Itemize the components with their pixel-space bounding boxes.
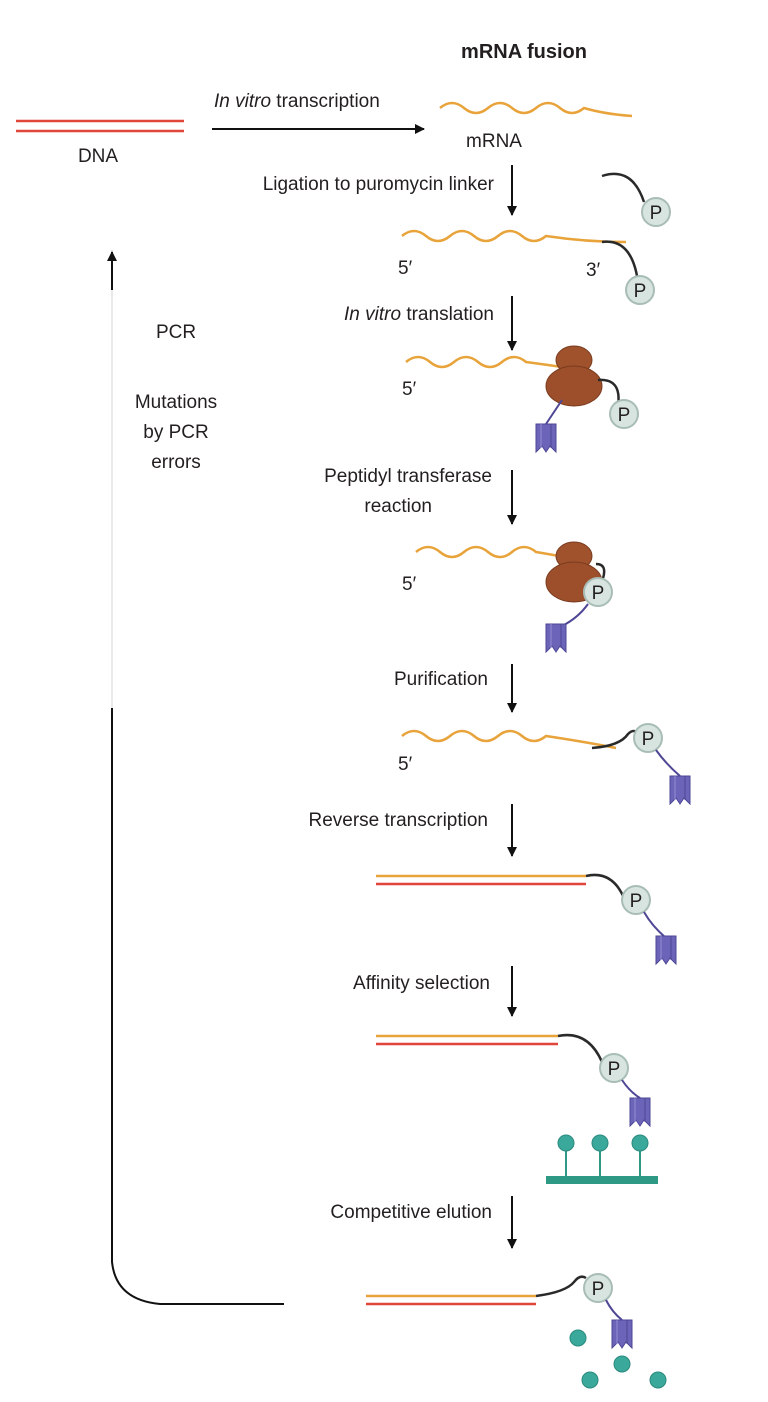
nascent-peptide <box>643 911 667 939</box>
nascent-peptide <box>621 1079 641 1099</box>
nascent-peptide <box>545 399 563 425</box>
three-prime-label: 3′ <box>586 260 601 281</box>
puromycin-symbol: P <box>630 891 643 912</box>
puromycin-linker <box>557 1033 604 1063</box>
puromycin-symbol: P <box>608 1059 621 1080</box>
puromycin-symbol: P <box>642 729 655 750</box>
puromycin-symbol: P <box>650 203 663 224</box>
pcr-loop-line <box>111 708 284 1305</box>
five-prime-label: 5′ <box>398 754 413 775</box>
mrna-strand <box>401 729 617 750</box>
transcription-italic: In vitro <box>214 91 271 112</box>
five-prime-label: 5′ <box>402 379 417 400</box>
puromycin-symbol: P <box>592 1279 605 1300</box>
dna-double-strand <box>16 119 184 133</box>
protein-icon <box>655 935 677 965</box>
step-competitive-elution-label: Competitive elution <box>330 1202 492 1223</box>
puromycin-linker <box>601 240 640 283</box>
transcription-rest: transcription <box>271 91 380 112</box>
ribosome-icon <box>545 345 603 407</box>
nascent-peptide <box>605 1299 623 1321</box>
step-affinity-selection-label: Affinity selection <box>353 973 490 994</box>
five-prime-label: 5′ <box>398 258 413 279</box>
mrna-strand <box>415 545 581 562</box>
mutations-label-line1: Mutations <box>135 392 217 413</box>
transcription-label: In vitro transcription <box>214 91 380 112</box>
mrna-cdna-duplex <box>366 1294 536 1306</box>
mutations-label-line3: errors <box>151 452 201 473</box>
affinity-surface <box>546 1134 658 1184</box>
diagram-title: mRNA fusion <box>461 41 587 63</box>
protein-icon <box>545 623 567 653</box>
puromycin-symbol: P <box>618 405 631 426</box>
nascent-peptide <box>655 749 681 777</box>
puromycin-linker <box>535 1275 587 1298</box>
protein-icon <box>629 1097 651 1127</box>
step-translation-label: In vitro translation <box>344 304 494 325</box>
mrna-cdna-duplex <box>376 1034 558 1046</box>
puromycin-symbol: P <box>592 583 605 604</box>
puromycin-symbol: P <box>634 281 647 302</box>
step-purification-label: Purification <box>394 669 488 690</box>
mrna-cdna-duplex <box>376 874 586 886</box>
mutations-label-line2: by PCR <box>143 422 208 443</box>
step-ligation-label: Ligation to puromycin linker <box>263 174 495 195</box>
pcr-label: PCR <box>156 322 196 343</box>
free-ligand-beads <box>569 1329 667 1389</box>
protein-icon <box>669 775 691 805</box>
step-peptidyl-label-line2: reaction <box>364 496 432 517</box>
mrna-strand <box>439 101 633 118</box>
puromycin-linker <box>585 873 626 899</box>
mrna-strand <box>405 355 583 372</box>
nascent-peptide <box>561 603 589 627</box>
protein-icon <box>535 423 557 453</box>
translation-italic: In vitro <box>344 304 401 325</box>
mrna-label: mRNA <box>466 131 522 152</box>
translation-rest: translation <box>401 304 494 325</box>
five-prime-label: 5′ <box>402 574 417 595</box>
protein-icon <box>611 1319 633 1349</box>
puromycin-linker <box>601 172 646 203</box>
mrna-strand <box>401 229 627 244</box>
step-reverse-transcription-label: Reverse transcription <box>308 810 488 831</box>
step-peptidyl-label-line1: Peptidyl transferase <box>324 466 492 487</box>
dna-label: DNA <box>78 146 118 167</box>
